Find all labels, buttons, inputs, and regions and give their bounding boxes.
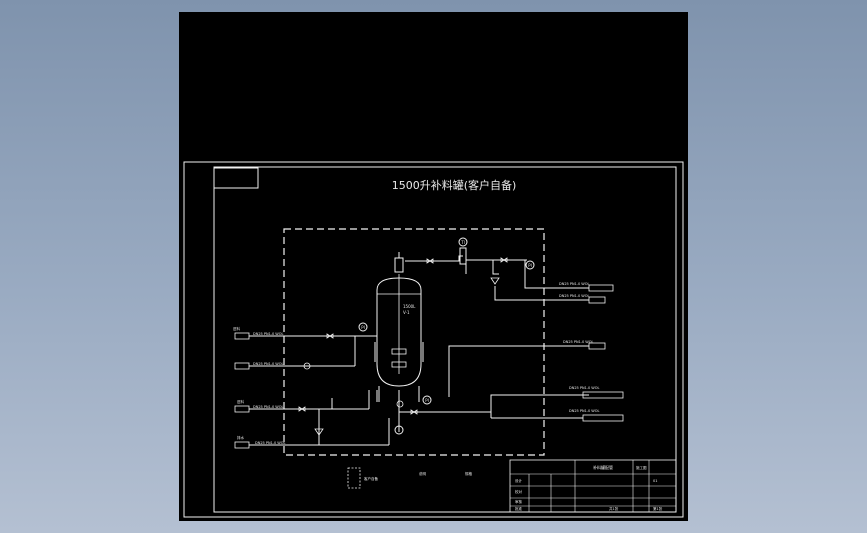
inlet-l3[interactable]: 进料 DN25 PN1.0 WOL (234, 399, 284, 413)
svg-text:DN25 PN1.0 WOL: DN25 PN1.0 WOL (253, 362, 284, 366)
outlet-r3[interactable]: DN25 PN1.0 WOL (563, 340, 606, 350)
instrument-pi-3 (422, 395, 432, 405)
outer-frame (183, 161, 684, 518)
tb-footer-1: 共1张 (609, 506, 619, 511)
instrument-ti (458, 237, 468, 247)
tb-row-1: 设计 (515, 478, 523, 483)
inlet-l4[interactable]: 排水 DN25 PN1.0 WOL (234, 435, 286, 449)
valve-v9 (410, 409, 418, 415)
valve-v4 (326, 333, 334, 339)
valve-v7 (314, 428, 324, 436)
svg-text:DN25 PN1.0 WOL: DN25 PN1.0 WOL (563, 340, 594, 344)
pump (394, 425, 404, 435)
instrument-pi-2 (358, 322, 368, 332)
outlet-r1[interactable]: DN25 PN1.0 WOL (559, 282, 614, 292)
agitator-motor (394, 257, 404, 273)
outlet-r2[interactable]: DN25 PN1.0 WOL (559, 294, 606, 304)
instrument-pi-3-label: PI (425, 398, 429, 403)
pid-diagram: 1500升补料罐(客户自备) 1500L V-1 TI PI DN25 PN1.… (183, 161, 684, 518)
valve-v3 (490, 277, 500, 285)
svg-text:DN25 PN1.0 WOL: DN25 PN1.0 WOL (559, 282, 590, 286)
title-block[interactable]: 补料罐配管 设计 校对 审核 批准 施工图 01 共1张 第1张 (509, 459, 677, 513)
inlet-l1[interactable]: 进料 DN25 PN1.0 WOL (233, 326, 284, 340)
tb-row-2: 校对 (515, 489, 523, 494)
inner-frame (213, 166, 677, 513)
filter (459, 247, 467, 265)
svg-text:排水: 排水 (237, 435, 244, 440)
legend-spec: 规格 (465, 471, 473, 476)
vent-line (405, 255, 463, 262)
vessel[interactable]: 1500L V-1 (374, 274, 424, 402)
valve-v6 (298, 406, 306, 412)
tb-stage: 施工图 (636, 465, 647, 470)
svg-text:DN25 PN1.0 WOL: DN25 PN1.0 WOL (255, 441, 286, 445)
svg-text:进料: 进料 (237, 399, 244, 404)
tb-drawing-no: 01 (653, 479, 657, 483)
tb-footer-2: 第1张 (653, 506, 663, 511)
instrument-pi-1-label: PI (528, 263, 532, 268)
instrument-pi-2-label: PI (361, 325, 365, 330)
legend-box (347, 467, 361, 489)
svg-text:进料: 进料 (233, 326, 240, 331)
drawing-sheet[interactable]: 1500升补料罐(客户自备) 1500L V-1 TI PI DN25 PN1.… (179, 12, 688, 521)
svg-text:DN25 PN1.0 WOL: DN25 PN1.0 WOL (253, 405, 284, 409)
outlet-r4[interactable]: DN25 PN1.0 WOL (569, 386, 624, 399)
legend-customer: 客户自备 (364, 476, 378, 481)
drawing-title: 1500升补料罐(客户自备) (392, 178, 517, 192)
tb-row-3: 审核 (515, 499, 523, 504)
corner-box (213, 167, 259, 189)
instrument-ti-label: TI (460, 240, 465, 245)
legend-note: 说明 (419, 471, 427, 476)
outlet-r5[interactable]: DN25 PN1.0 WOL (569, 409, 624, 422)
instrument-pi-1 (525, 260, 535, 270)
skid-boundary (283, 228, 545, 456)
valve-v1 (426, 258, 434, 264)
svg-text:DN25 PN1.0 WOL: DN25 PN1.0 WOL (569, 409, 600, 413)
vessel-id: V-1 (403, 310, 410, 315)
tb-row-4: 批准 (515, 506, 523, 511)
valve-v8 (396, 400, 404, 408)
valve-v2 (500, 257, 508, 263)
svg-text:DN25 PN1.0 WOL: DN25 PN1.0 WOL (253, 332, 284, 336)
tb-project: 补料罐配管 (593, 464, 613, 470)
svg-text:DN25 PN1.0 WOL: DN25 PN1.0 WOL (559, 294, 590, 298)
valve-v5 (303, 362, 311, 370)
svg-text:DN25 PN1.0 WOL: DN25 PN1.0 WOL (569, 386, 600, 390)
vessel-tag: 1500L (403, 304, 416, 309)
